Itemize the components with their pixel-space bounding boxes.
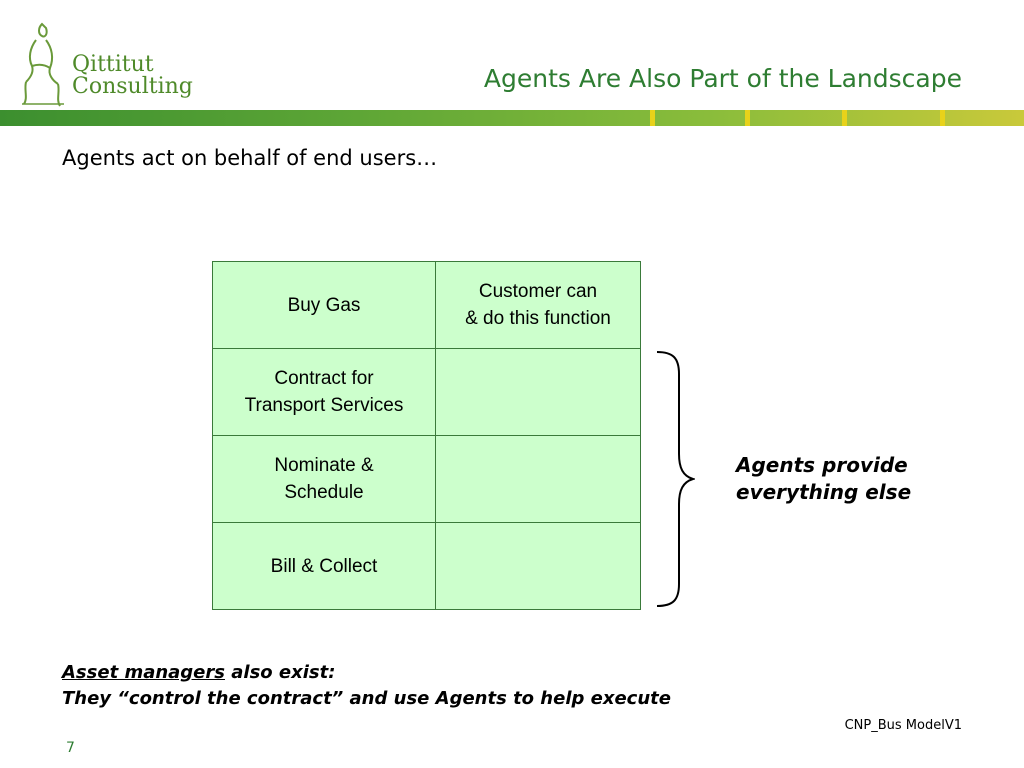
table-row: Bill & Collect [212,522,641,610]
table-row: Buy Gas Customer can & do this function [212,261,641,349]
table-cell-task: Contract for Transport Services [212,348,436,436]
right-brace-icon [656,351,695,607]
table-cell-customer: Customer can & do this function [435,261,641,349]
logo-line-2: Consulting [72,74,193,99]
slide-id: CNP_Bus ModelV1 [844,718,962,733]
table-cell-task: Bill & Collect [212,522,436,610]
banner-tick [842,110,847,126]
banner-tick [940,110,945,126]
slide-title: Agents Are Also Part of the Landscape [483,64,962,93]
table-cell-task: Nominate & Schedule [212,435,436,523]
table-cell-task: Buy Gas [212,261,436,349]
asset-managers-label: Asset managers [62,662,225,683]
agents-note-line-1: Agents provide [736,453,908,477]
cell-text: Schedule [284,482,364,503]
table-cell-empty [435,522,641,610]
table-cell-empty [435,435,641,523]
asset-managers-rest: also exist: [224,662,336,683]
table-row: Contract for Transport Services [212,348,641,436]
asset-managers-line-2: They “control the contract” and use Agen… [62,688,671,709]
company-logo: Qittitut Consulting [18,18,193,110]
logo-wordmark: Qittitut Consulting [72,54,193,98]
banner-tick [650,110,655,126]
cell-text: Bill & Collect [270,555,378,577]
cell-text: Nominate & [274,455,374,476]
cell-text: Contract for [274,368,374,389]
table-row: Nominate & Schedule [212,435,641,523]
inukshuk-figure-icon [22,22,64,107]
cell-text: & do this function [465,308,611,329]
banner-tick [745,110,750,126]
table-cell-empty [435,348,641,436]
cell-text: Transport Services [244,395,404,416]
agents-note-line-2: everything else [736,480,912,504]
function-table: Buy Gas Customer can & do this function … [212,261,641,610]
asset-managers-note: Asset managers also exist: They “control… [62,660,671,712]
cell-text: Buy Gas [287,294,361,316]
page-number: 7 [66,740,75,756]
agents-note: Agents provide everything else [736,452,911,506]
slide-subtitle: Agents act on behalf of end users… [62,146,438,170]
cell-text: Customer can [478,281,598,302]
logo-line-1: Qittitut [72,52,154,77]
header-banner [0,110,1024,126]
